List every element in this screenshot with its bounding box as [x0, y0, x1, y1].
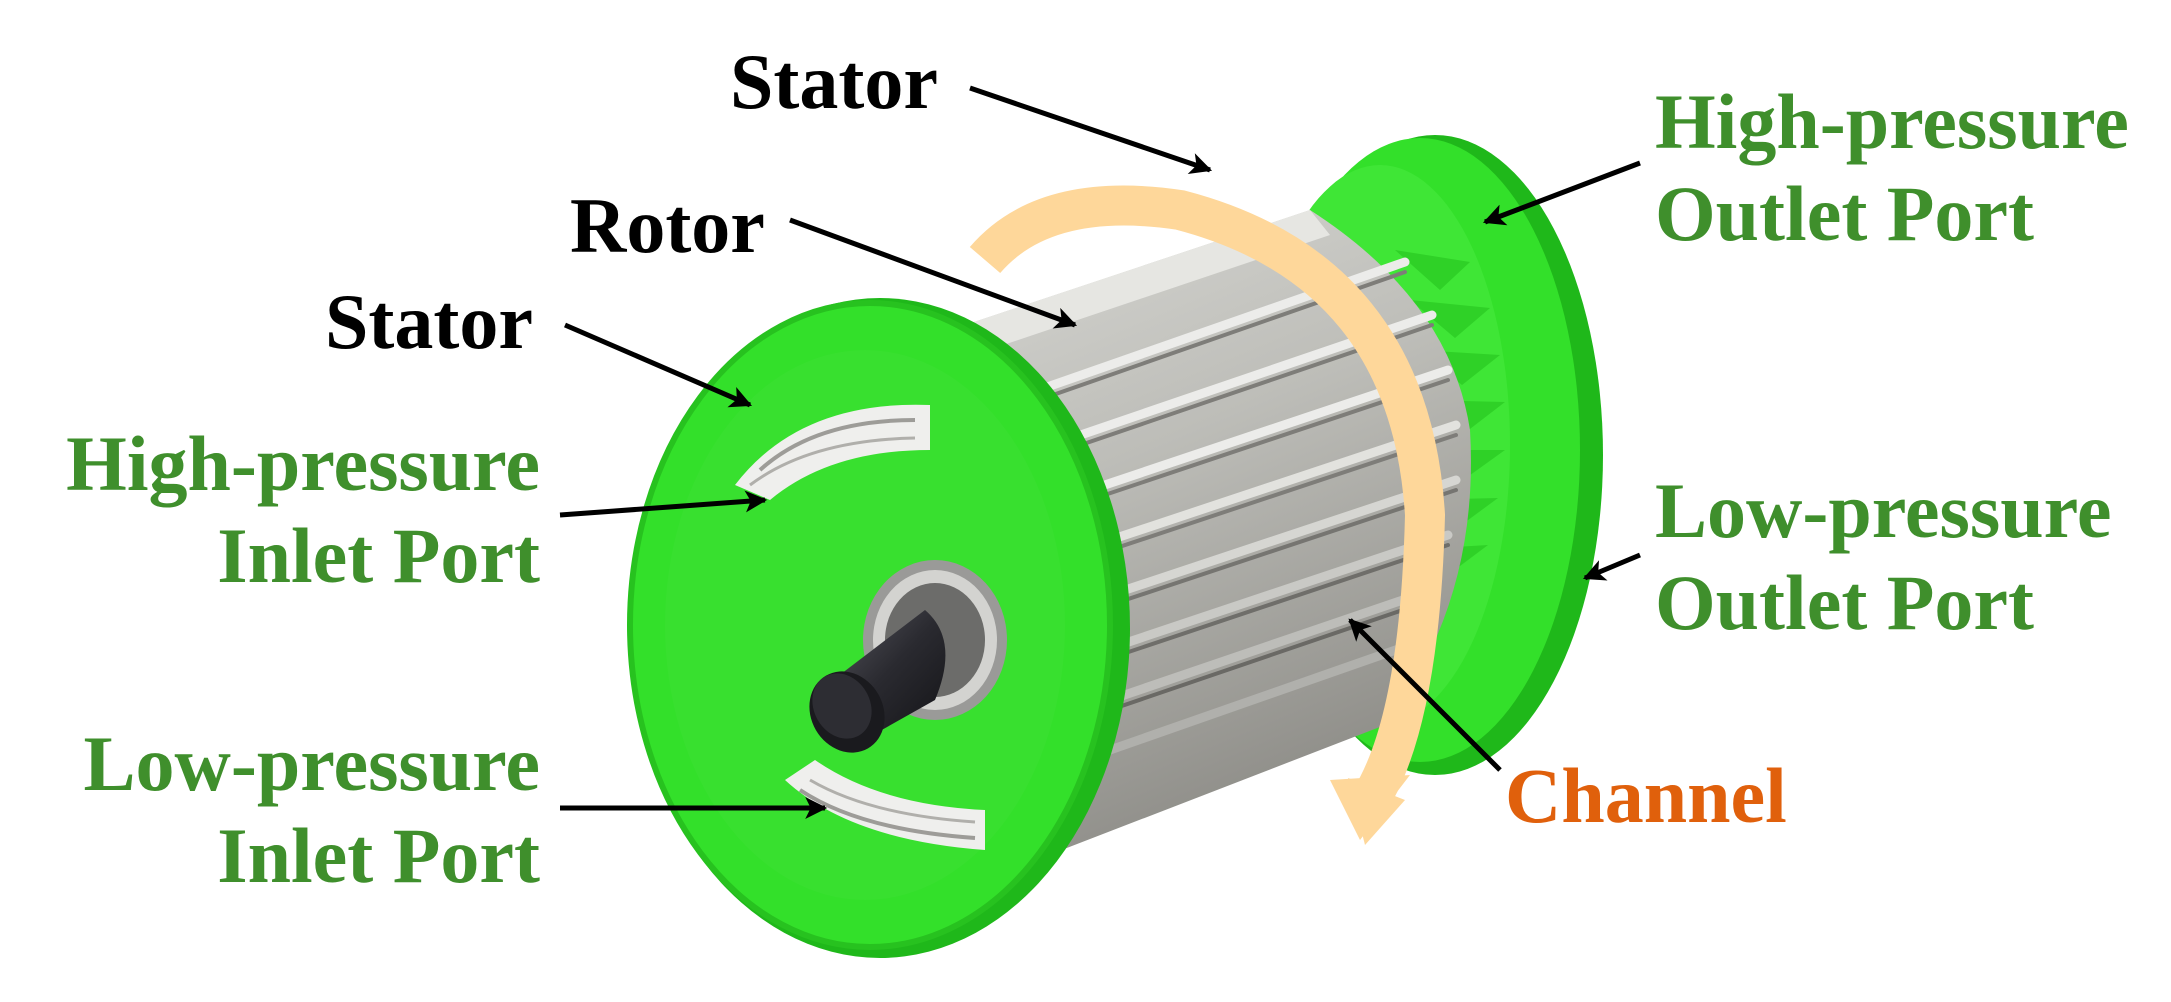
arrow-stator-top — [969, 85, 1213, 175]
hp-inlet-port-opening — [735, 404, 930, 500]
label-hp-inlet: High-pressure Inlet Port — [40, 418, 540, 602]
label-lp-outlet-line1: Low-pressure — [1655, 467, 2112, 554]
label-stator-left: Stator — [325, 278, 533, 365]
arrow-hp-inlet — [559, 490, 768, 518]
label-hp-outlet-line2: Outlet Port — [1655, 170, 2035, 257]
arrow-channel — [1348, 618, 1502, 772]
label-hp-outlet-line1: High-pressure — [1655, 78, 2129, 165]
label-channel: Channel — [1505, 752, 1787, 839]
label-lp-inlet: Low-pressure Inlet Port — [40, 718, 540, 902]
label-rotor: Rotor — [570, 182, 765, 269]
label-hp-outlet: High-pressure Outlet Port — [1655, 76, 2129, 260]
label-lp-outlet-line2: Outlet Port — [1655, 559, 2035, 646]
label-lp-inlet-line2: Inlet Port — [217, 812, 540, 899]
label-hp-inlet-line2: Inlet Port — [217, 512, 540, 599]
arrow-lp-outlet — [1582, 552, 1641, 581]
arrow-rotor — [789, 217, 1078, 329]
label-stator-top: Stator — [730, 38, 938, 125]
label-hp-inlet-line1: High-pressure — [66, 420, 540, 507]
shaft-assembly — [809, 560, 1007, 753]
label-lp-outlet: Low-pressure Outlet Port — [1655, 465, 2111, 649]
leader-arrows — [559, 85, 1641, 819]
label-lp-inlet-line1: Low-pressure — [83, 720, 540, 807]
arrow-hp-outlet — [1482, 160, 1641, 226]
rotation-arrow — [969, 185, 1446, 845]
arrow-stator-left — [564, 322, 753, 408]
